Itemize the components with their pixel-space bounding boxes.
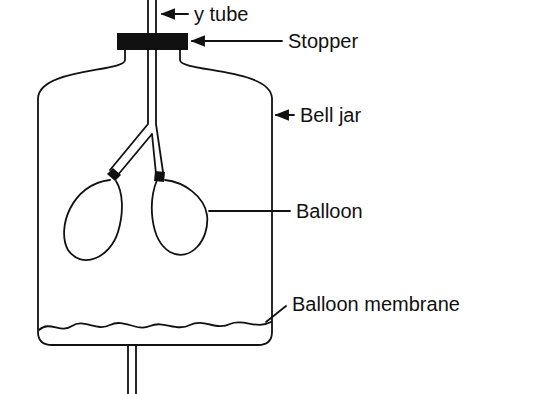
part-label: Bell jar [300, 104, 361, 126]
balloon-membrane [39, 322, 271, 330]
part-label: Balloon [296, 200, 363, 222]
balloon [152, 180, 207, 255]
leader-line [266, 306, 286, 322]
part-label: y tube [194, 3, 248, 25]
leader-line [162, 13, 188, 15]
leader-line [192, 40, 282, 42]
membrane-string [128, 345, 136, 394]
leader-line [209, 210, 290, 212]
part-label: Stopper [288, 30, 358, 52]
balloon [64, 180, 122, 260]
stopper [117, 33, 188, 50]
y-tube [110, 50, 163, 176]
balloon-collar [107, 168, 121, 181]
bell-jar [38, 50, 272, 345]
balloon-collar [154, 171, 165, 182]
part-label: Balloon membrane [292, 293, 460, 315]
leader-line [276, 114, 294, 116]
y-tube [148, 0, 156, 33]
